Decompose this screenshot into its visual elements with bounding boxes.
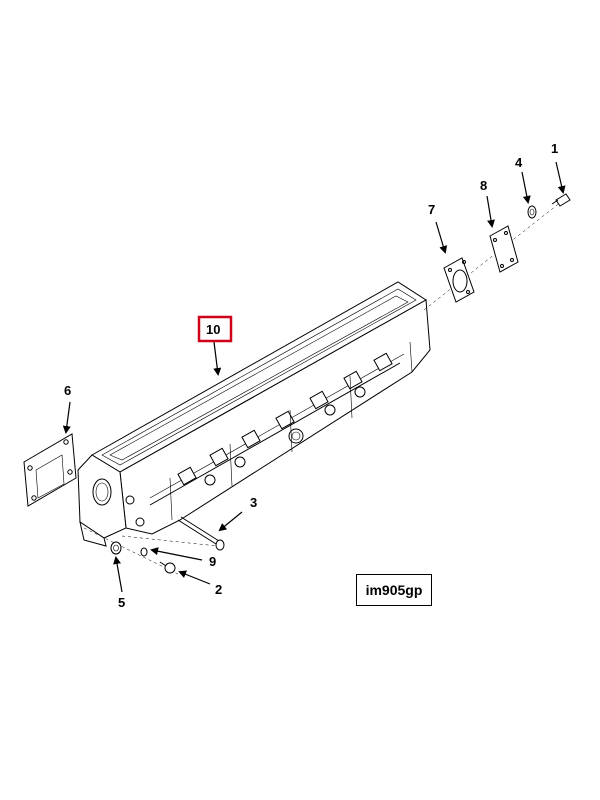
callout-4-label: 4 [515, 155, 523, 170]
part-7-gasket [443, 257, 475, 303]
part-3-bolt [177, 516, 225, 551]
part-5-nut [110, 541, 122, 555]
callout-9-label: 9 [209, 554, 216, 569]
callout-10-highlight-box [197, 315, 233, 343]
callout-6-label: 6 [64, 383, 71, 398]
callout-5-label: 5 [118, 595, 125, 610]
leader-lines [62, 161, 566, 593]
housing-assembly [77, 281, 431, 547]
part-2-plug [159, 561, 176, 574]
part-6-cover-plate [23, 433, 77, 507]
callout-3-label: 3 [250, 495, 257, 510]
callout-10-label: 10 [206, 322, 220, 337]
part-4-washer [527, 205, 537, 219]
part-8-plate [489, 225, 519, 273]
part-1-fitting [551, 193, 571, 207]
part-9-o-ring [140, 547, 148, 557]
callout-1-label: 1 [551, 141, 558, 156]
figure-reference-code: im905gp [356, 574, 432, 606]
port-bosses [125, 352, 393, 527]
callout-2-label: 2 [215, 582, 222, 597]
callout-7-label: 7 [428, 202, 435, 217]
callout-8-label: 8 [480, 178, 487, 193]
